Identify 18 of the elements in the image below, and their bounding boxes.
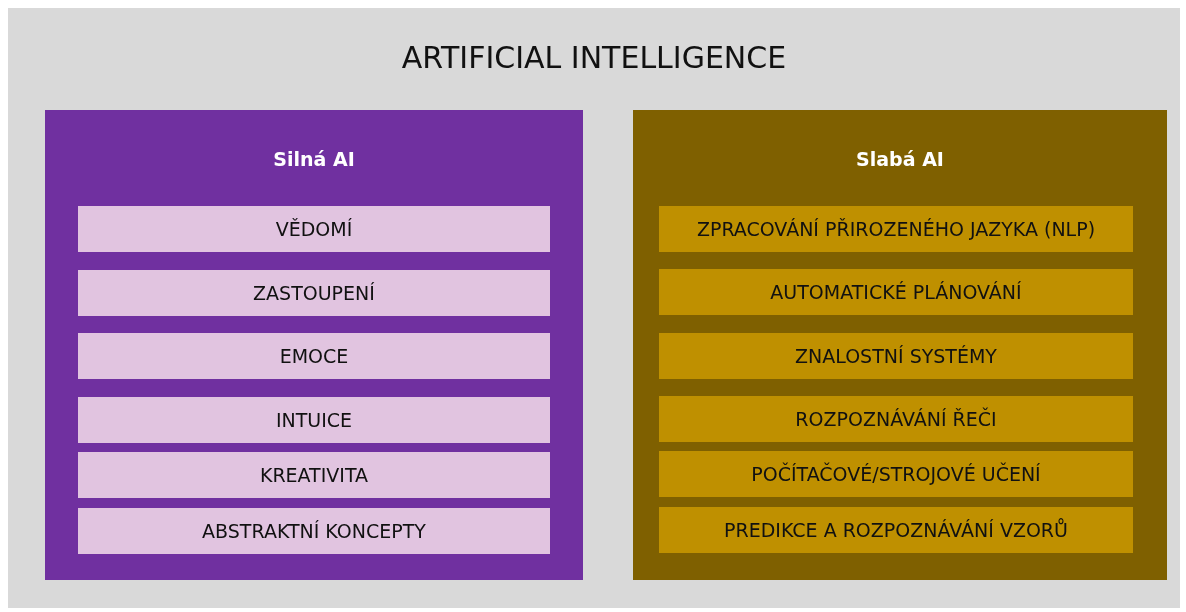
group-heading: ARTIFICIAL INTELLIGENCE	[400, 40, 788, 75]
technology-item: ZPRACOVÁNÍ PŘIROZENÉHO JAZYKA (NLP)	[659, 206, 1133, 252]
category-panel	[633, 110, 1167, 580]
ability-item: KREATIVITA	[78, 452, 550, 498]
ability-item: ZASTOUPENÍ	[78, 270, 550, 316]
ability-item: ABSTRAKTNÍ KONCEPTY	[78, 508, 550, 554]
ability-item: EMOCE	[78, 333, 550, 379]
diagram-background	[8, 8, 1180, 608]
ability-item: INTUICE	[78, 397, 550, 443]
ability-item: VĚDOMÍ	[78, 206, 550, 252]
technology-item: PREDIKCE A ROZPOZNÁVÁNÍ VZORŮ	[659, 507, 1133, 553]
technology-item: ROZPOZNÁVÁNÍ ŘEČI	[659, 396, 1133, 442]
technology-item: ZNALOSTNÍ SYSTÉMY	[659, 333, 1133, 379]
category-panel	[45, 110, 583, 580]
panel-heading: Slabá AI	[855, 148, 945, 170]
technology-item: POČÍTAČOVÉ/STROJOVÉ UČENÍ	[659, 451, 1133, 497]
panel-heading: Silná AI	[272, 148, 356, 170]
technology-item: AUTOMATICKÉ PLÁNOVÁNÍ	[659, 269, 1133, 315]
